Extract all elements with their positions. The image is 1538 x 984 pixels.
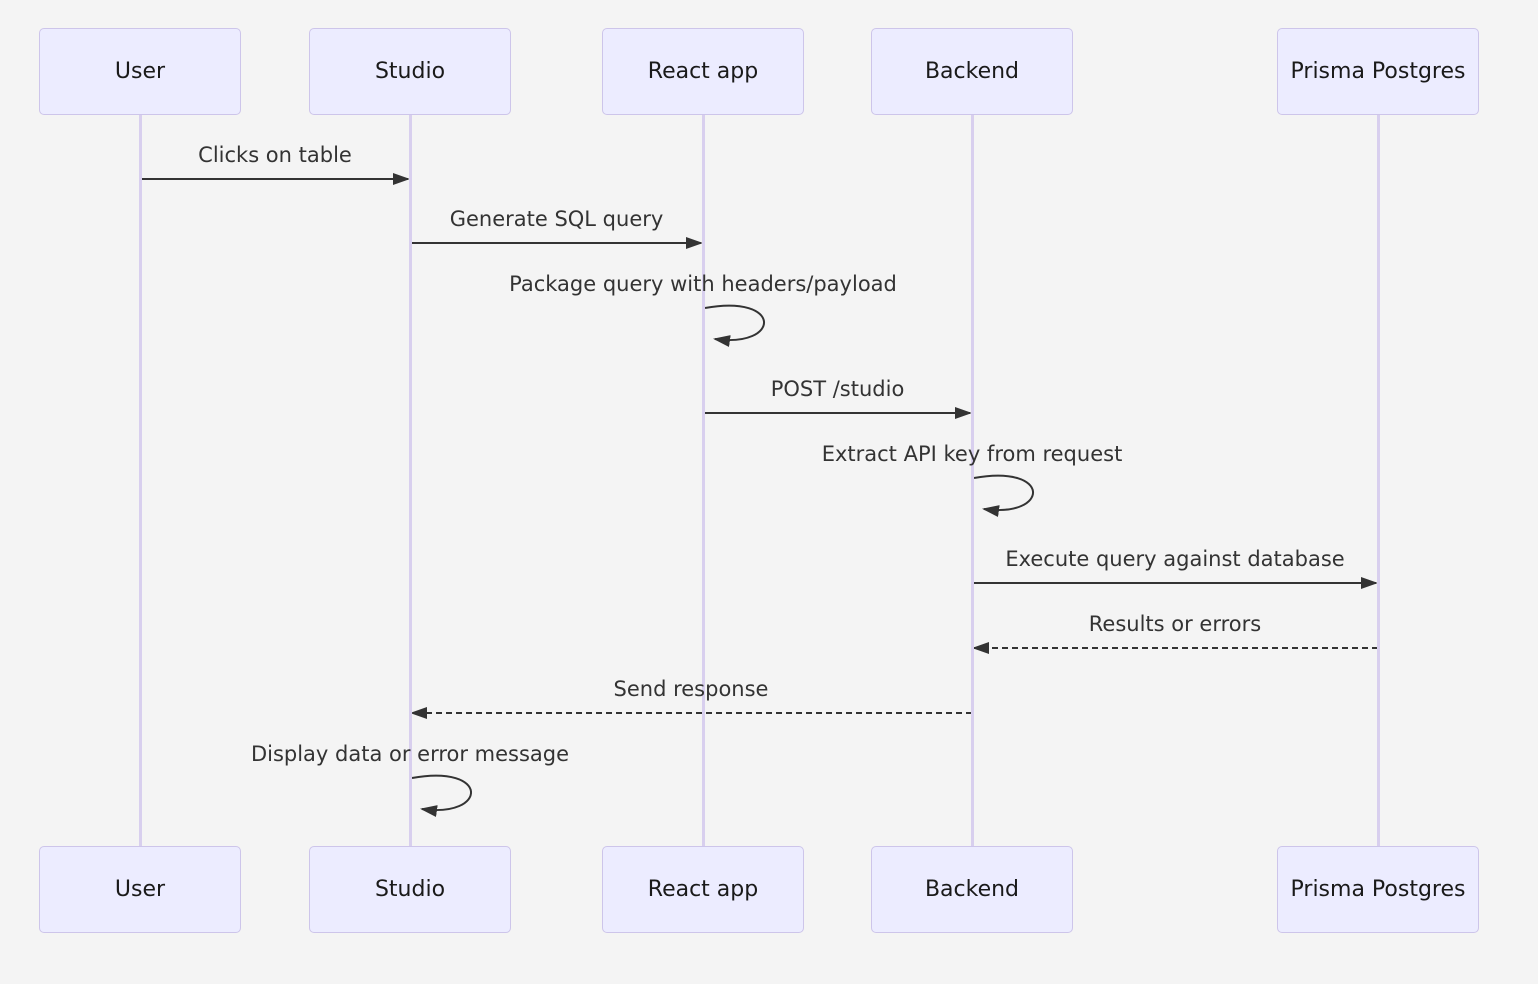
lifeline-backend xyxy=(970,115,974,846)
actor-label: Prisma Postgres xyxy=(1290,59,1466,84)
actor-user-bottom: User xyxy=(39,846,241,933)
self-message-arrow xyxy=(411,774,472,817)
self-message-arrow xyxy=(973,474,1034,517)
message-label: Results or errors xyxy=(1088,612,1262,636)
lifeline-react xyxy=(701,115,705,846)
message-label: Clicks on table xyxy=(198,143,352,167)
actor-label: Backend xyxy=(924,877,1020,902)
message-label: Package query with headers/payload xyxy=(509,272,897,296)
actor-studio-top: Studio xyxy=(309,28,511,115)
actor-label: Backend xyxy=(924,59,1020,84)
actor-label: Prisma Postgres xyxy=(1290,877,1466,902)
lifeline-prisma xyxy=(1376,115,1380,846)
actor-label: React app xyxy=(647,877,759,902)
lifeline-studio xyxy=(408,115,412,846)
actor-user-top: User xyxy=(39,28,241,115)
actor-prisma-top: Prisma Postgres xyxy=(1277,28,1479,115)
actor-label: User xyxy=(114,877,166,902)
actor-react-bottom: React app xyxy=(602,846,804,933)
message-label: POST /studio xyxy=(770,377,905,401)
message-label: Generate SQL query xyxy=(449,207,664,231)
actor-backend-bottom: Backend xyxy=(871,846,1073,933)
actor-label: Studio xyxy=(374,877,446,902)
message-label: Execute query against database xyxy=(1005,547,1345,571)
actor-studio-bottom: Studio xyxy=(309,846,511,933)
actor-label: Studio xyxy=(374,59,446,84)
actor-prisma-bottom: Prisma Postgres xyxy=(1277,846,1479,933)
actor-react-top: React app xyxy=(602,28,804,115)
actor-label: User xyxy=(114,59,166,84)
lifeline-user xyxy=(138,115,142,846)
self-message-arrow xyxy=(704,304,765,347)
actor-label: React app xyxy=(647,59,759,84)
message-label: Display data or error message xyxy=(250,742,570,766)
actor-backend-top: Backend xyxy=(871,28,1073,115)
message-label: Send response xyxy=(613,677,769,701)
message-label: Extract API key from request xyxy=(821,442,1123,466)
